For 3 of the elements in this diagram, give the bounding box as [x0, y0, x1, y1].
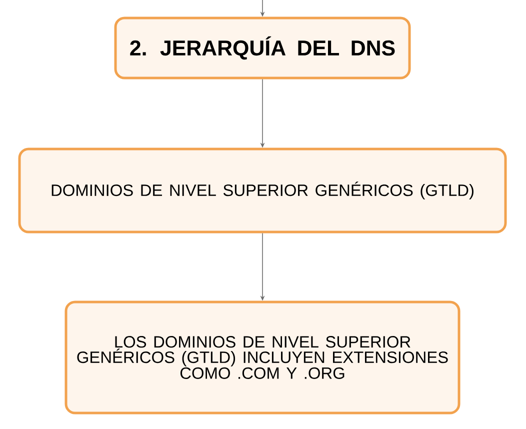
- process-box: LOS DOMINIOS DE NIVEL SUPERIOR GENÉRICOS (GTLD) INCLUYEN EXTENSIONES COMO .COM Y .ORG: [64, 300, 460, 414]
- process-box: DOMINIOS DE NIVEL SUPERIOR GENÉRICOS (GTLD): [18, 148, 507, 234]
- title-box: 2. JERARQUÍA DEL DNS: [114, 16, 411, 80]
